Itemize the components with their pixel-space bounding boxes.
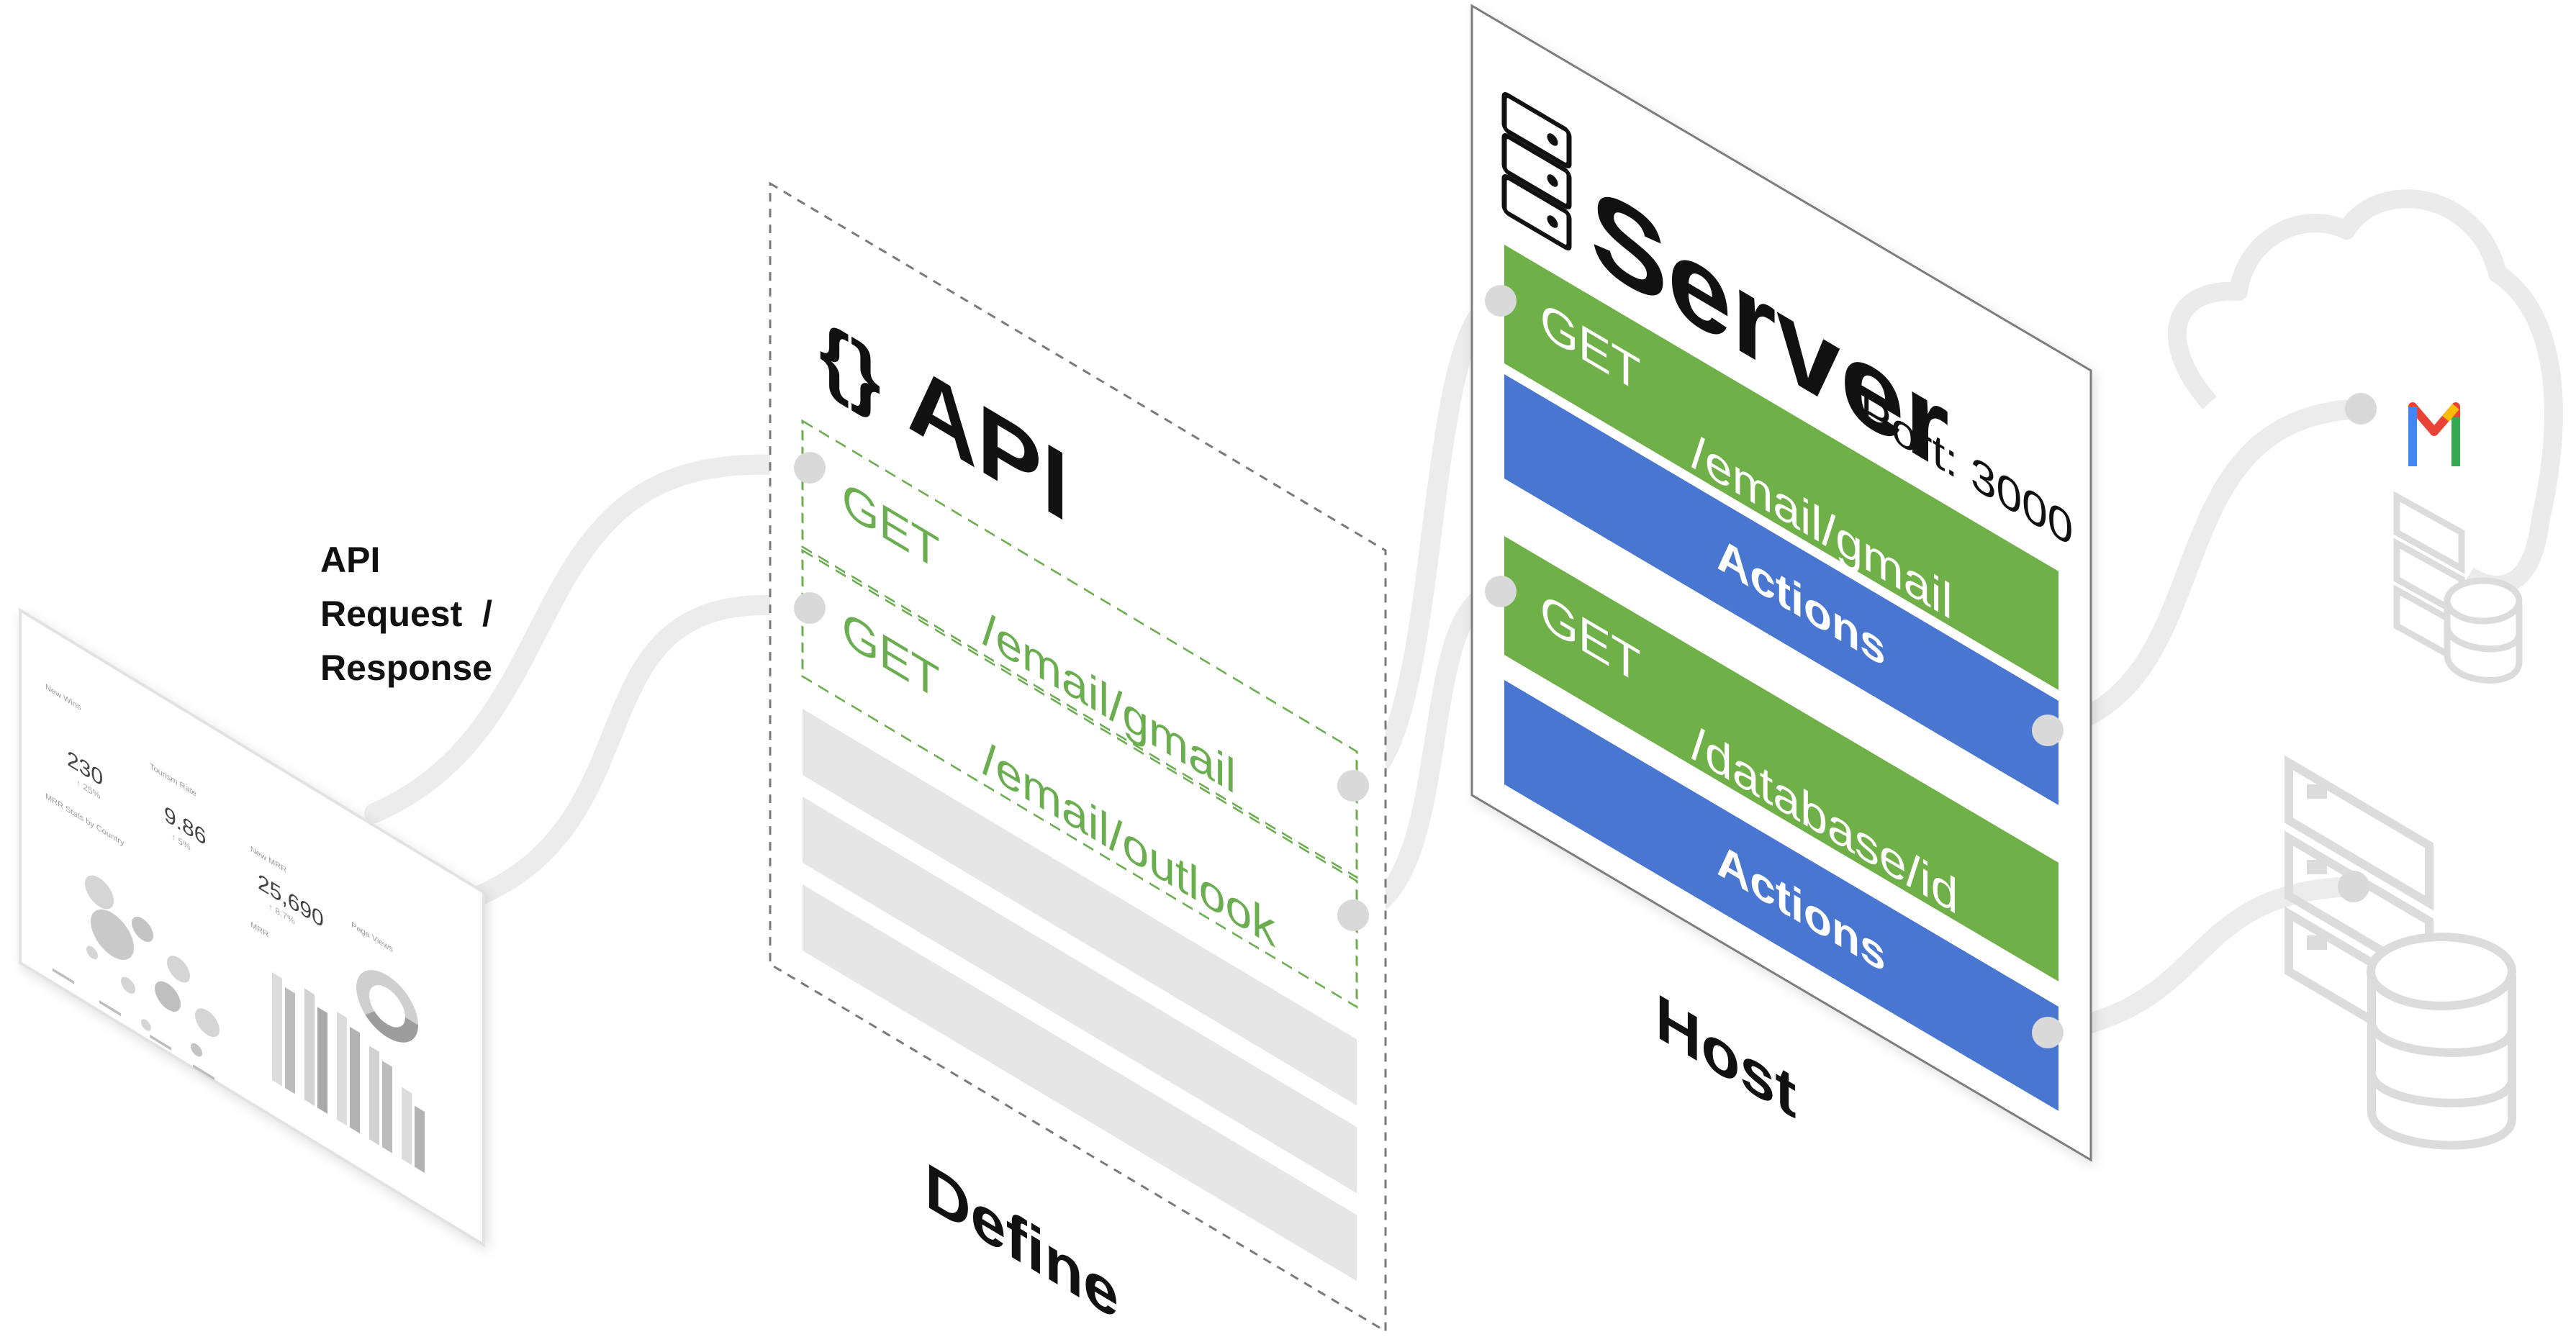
cloud-service: M [0, 0, 2563, 684]
placeholder-row [803, 797, 1357, 1194]
api-placeholder-rows [803, 709, 1357, 1282]
database-service [2284, 755, 2516, 1150]
dashboard-legend [53, 968, 214, 1081]
api-node-outlook-in [794, 592, 826, 624]
server-nodes [1485, 285, 2064, 1048]
server-route-database-bar [1504, 536, 2058, 981]
api-node-outlook-out [1337, 899, 1369, 931]
cloud-database-icon [2444, 577, 2523, 684]
caption-request: Request / [320, 594, 492, 634]
gmail-icon: M [0, 0, 2462, 471]
connector-client-to-outlook-route [469, 594, 820, 906]
database-cylinder-icon [2367, 933, 2516, 1150]
cloud-icon [2167, 189, 2563, 594]
client-dashboard-panel: New Wins 230 ↑ 25% Tourism Rate 9.86 ↑ 5… [19, 607, 485, 1248]
bar-chart [272, 972, 425, 1174]
server-footer-label: Host [1655, 980, 1797, 1133]
server-node-gmail-out [2032, 715, 2064, 746]
placeholder-row [803, 709, 1357, 1106]
gmail-logo-letter: M [0, 0, 1, 1]
server-node-database-out [2032, 1017, 2064, 1048]
server-rack-icon [1501, 92, 1572, 251]
api-node-gmail-out [1337, 770, 1369, 802]
client-caption: API Request / Response [320, 540, 492, 688]
api-node-gmail-in [794, 452, 826, 484]
api-nodes [794, 452, 1369, 931]
dashboard-content: New Wins 230 ↑ 25% Tourism Rate 9.86 ↑ 5… [45, 681, 425, 1174]
server-node-gmail-in [1485, 285, 1517, 317]
server-panel: Server Port: 3000 GET /email/gmail Actio… [1470, 4, 2092, 1162]
bubble-chart [85, 875, 220, 1057]
connector-client-to-gmail-route [364, 454, 820, 823]
server-node-database-in [1485, 576, 1517, 607]
cloud-node [2345, 393, 2377, 425]
api-panel: {} API GET /email/gmail GET /email/outlo… [769, 181, 1387, 1335]
database-node [2338, 871, 2369, 902]
placeholder-row [803, 884, 1357, 1282]
api-footer-label: Define [925, 1149, 1118, 1335]
server-actions-database-bar [1504, 680, 2058, 1111]
connector-server-to-gmail-cloud [2038, 399, 2371, 740]
dashboard-card [19, 607, 485, 1248]
caption-api: API [320, 540, 380, 580]
donut-chart [356, 970, 418, 1043]
server-actions-gmail-bar [1504, 374, 2058, 805]
caption-response: Response [320, 648, 492, 688]
connectors [364, 291, 2371, 1043]
server-route-gmail-bar [1504, 245, 2058, 690]
connector-api-outlook-to-server [1343, 581, 1511, 925]
